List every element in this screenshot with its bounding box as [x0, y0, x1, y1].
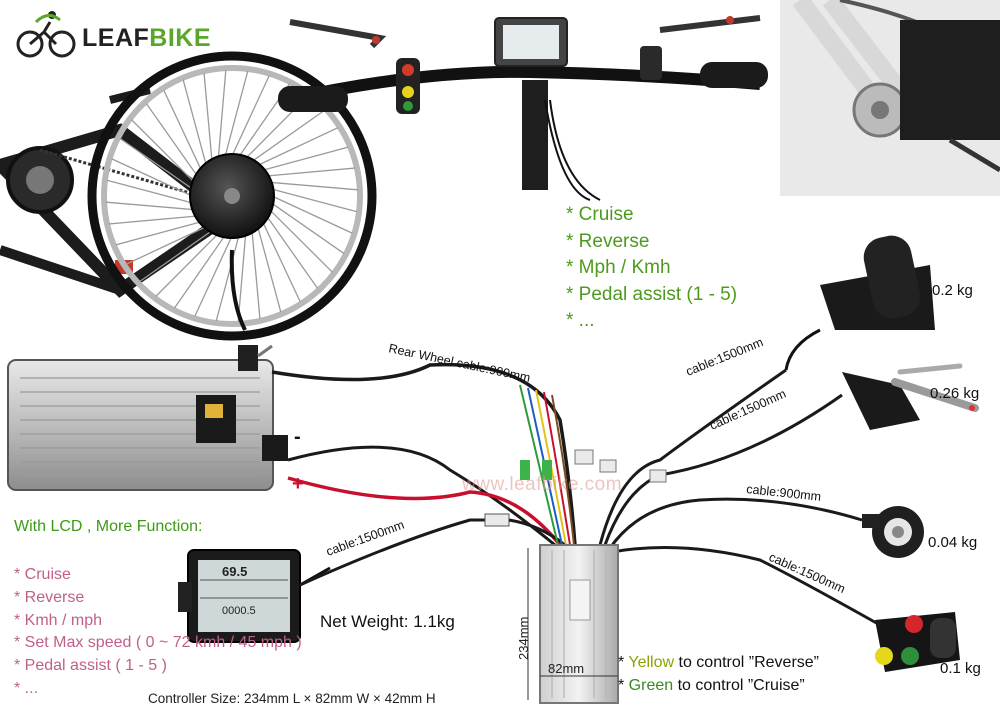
note-yellow-prefix: * — [618, 654, 629, 671]
note-yellow: * Yellow to control ”Reverse” — [618, 654, 819, 672]
wheel-spoke — [155, 233, 219, 297]
controller-length-label: 234mm — [516, 617, 531, 660]
wheel-spoke — [106, 201, 195, 211]
wheel-spoke — [217, 70, 227, 159]
wheel-spoke — [106, 179, 193, 204]
lcd-feature-item: * Pedal assist ( 1 - 5 ) — [14, 657, 167, 675]
wheel-spoke — [131, 119, 195, 183]
pas-weight: 0.04 kg — [928, 534, 978, 551]
throttle-illustration — [784, 235, 935, 371]
wheel-spoke — [231, 75, 270, 157]
wheel-spoke — [224, 70, 249, 157]
wheel-spoke — [203, 73, 213, 162]
note-green-rest: to control ”Cruise” — [673, 677, 805, 694]
note-yellow-rest: to control ”Reverse” — [674, 654, 820, 671]
cable-label-brake: cable:1500mm — [708, 387, 789, 433]
wheel-spoke — [194, 235, 233, 317]
leafbike-logo-icon — [16, 11, 76, 58]
lcd-feature-item: * Cruise — [14, 566, 71, 583]
wheel-spoke — [271, 202, 345, 255]
wheel-spoke — [125, 226, 207, 265]
brand-logo-text: LEAFBIKE — [82, 24, 211, 53]
wheel-spoke — [237, 233, 247, 322]
controller-illustration — [527, 544, 619, 704]
wheel-spoke — [215, 235, 240, 322]
watermark: www.leafbike.com — [462, 474, 623, 495]
note-green-word: Green — [628, 677, 674, 694]
feature-item: * Cruise — [566, 204, 634, 225]
controller-width-label: 82mm — [548, 661, 584, 676]
lcd-odo-readout: 0000.5 — [222, 605, 256, 617]
wheel-spoke — [266, 167, 355, 177]
feature-list: * Cruise * Reverse * Mph / Kmh * Pedal a… — [566, 202, 737, 335]
note-yellow-word: Yellow — [628, 654, 675, 671]
wheel-spoke — [111, 158, 193, 197]
battery-minus-label: - — [294, 426, 301, 448]
pas-sensor-illustration — [862, 506, 924, 558]
battery-plus-label: + — [292, 473, 304, 495]
feature-item: * Mph / Kmh — [566, 257, 671, 278]
switch-weight: 0.1 kg — [940, 660, 981, 677]
handlebar-illustration — [278, 15, 768, 201]
wheel-spoke — [251, 109, 325, 162]
feature-item: * Reverse — [566, 230, 650, 252]
cable-label-lcd: cable:1500mm — [324, 518, 406, 559]
throttle-weight: 0.2 kg — [932, 282, 973, 299]
brake-weight: 0.26 kg — [930, 385, 980, 402]
lcd-display-illustration — [178, 549, 331, 643]
wheel-spoke — [115, 221, 202, 246]
wheel-spoke — [262, 146, 349, 171]
lcd-feature-item: * Set Max speed ( 0 ~ 72 kmh / 45 mph ) — [14, 634, 302, 652]
switch-illustration — [875, 612, 960, 672]
note-green-prefix: * — [618, 677, 629, 694]
wheel-spoke — [257, 226, 282, 313]
battery-illustration — [7, 344, 288, 491]
wheel-spoke — [145, 103, 198, 177]
wheel-spoke — [182, 79, 207, 166]
lcd-speed-readout: 69.5 — [222, 564, 247, 579]
lcd-feature-item: * Kmh / mph — [14, 611, 103, 629]
wheel-spoke — [269, 181, 358, 191]
lcd-feature-list: * Cruise * Reverse * Kmh / mph * Set Max… — [14, 564, 302, 701]
feature-item: * Pedal assist (1 - 5) — [566, 283, 738, 305]
controller-size-caption: Controller Size: 234mm L × 82mm W × 42mm… — [148, 691, 436, 706]
lcd-section-title: With LCD , More Function: — [14, 518, 203, 535]
cable-label-rear-wheel: Rear Wheel cable:900mm — [387, 341, 531, 385]
cable-label-throttle: cable:1500mm — [684, 335, 765, 379]
note-green: * Green to control ”Cruise” — [618, 677, 805, 695]
feature-item: * ... — [566, 310, 595, 331]
brake-lever-illustration — [842, 363, 979, 430]
wheel-spoke — [271, 188, 358, 213]
wheel-spoke — [251, 230, 261, 319]
wheel-spoke — [163, 89, 202, 171]
wheel-spoke — [271, 195, 353, 234]
brand-suffix: BIKE — [149, 24, 212, 52]
lcd-feature-item: * ... — [14, 679, 39, 697]
wheel-spoke — [173, 235, 226, 309]
wheel-spoke — [269, 209, 333, 273]
wiring — [271, 362, 881, 627]
wheel-spoke — [266, 215, 319, 289]
cable-label-switch: cable:1500mm — [767, 550, 848, 596]
lcd-net-weight: Net Weight: 1.1kg — [320, 612, 455, 631]
wheel-spoke — [257, 127, 339, 166]
wheel-spoke — [262, 221, 301, 303]
lcd-feature-item: * Reverse — [14, 588, 85, 606]
fork-closeup-illustration — [780, 0, 1000, 196]
brand-prefix: LEAF — [82, 24, 150, 52]
hub-motor-wheel — [87, 51, 377, 341]
wheel-spoke — [119, 137, 193, 190]
wheel-spoke — [139, 230, 213, 283]
wheel-spoke — [109, 215, 198, 225]
